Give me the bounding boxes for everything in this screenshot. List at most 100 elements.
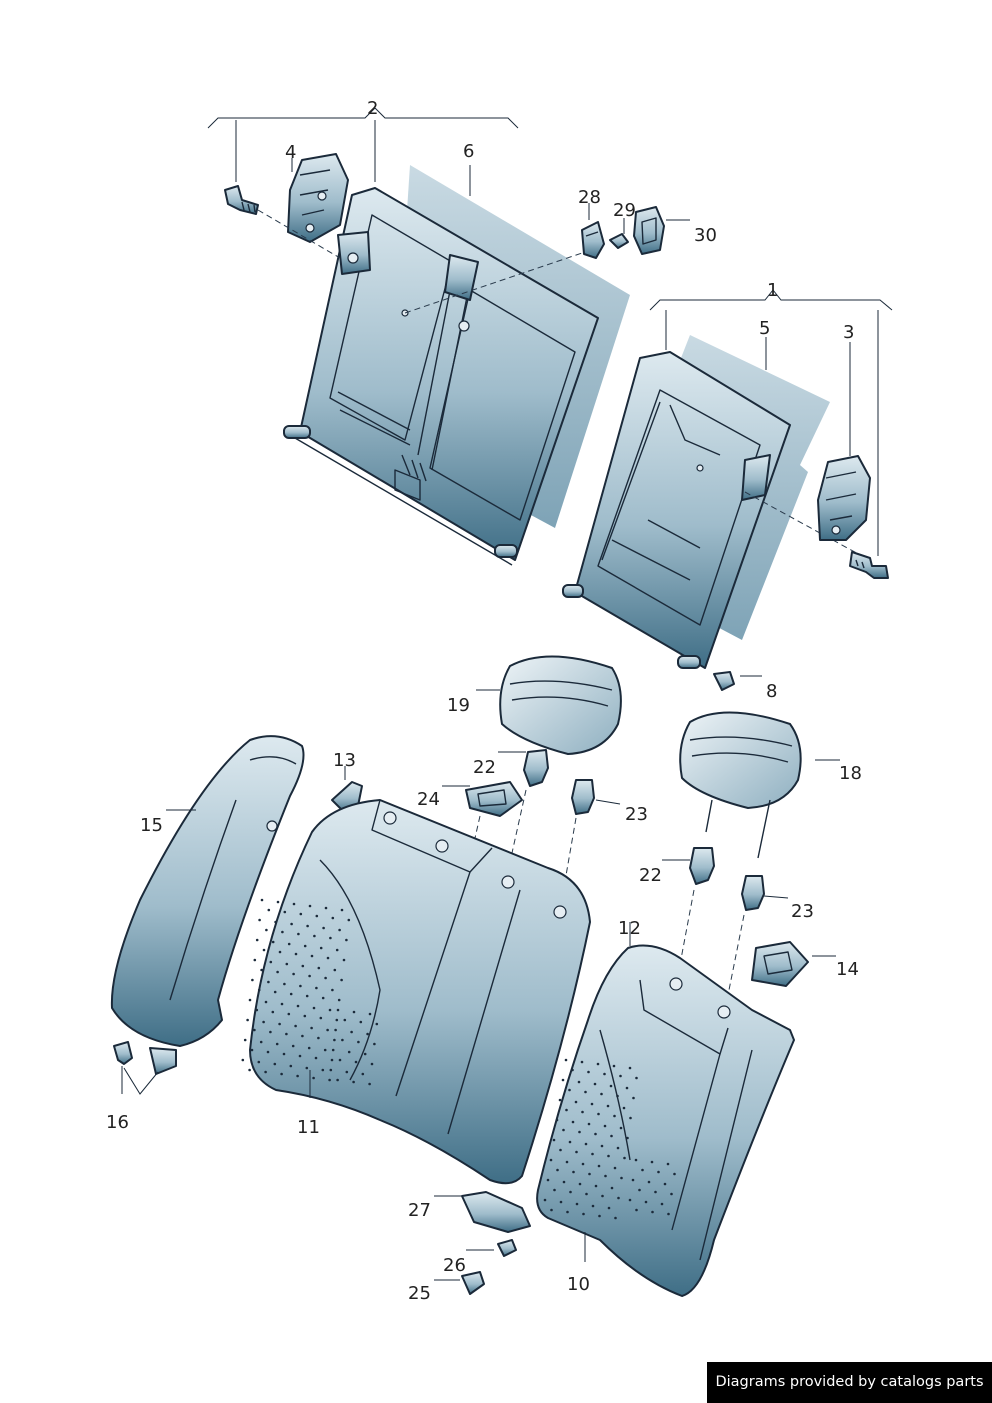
perforation-dot	[568, 1088, 571, 1092]
perforation-dot	[285, 962, 289, 966]
callout-13: 13	[333, 750, 356, 771]
perforation-dot	[314, 1056, 318, 1060]
perforation-dot	[601, 1194, 604, 1198]
perforation-dot	[550, 1208, 553, 1212]
callout-26: 26	[443, 1255, 466, 1276]
perforation-dot	[590, 1102, 594, 1106]
perforation-dot	[328, 1078, 331, 1082]
perforation-dot	[251, 978, 254, 982]
perforation-dot	[321, 996, 325, 1000]
clip-28	[581, 203, 605, 259]
perforation-dot	[273, 990, 277, 994]
perforation-dot	[306, 924, 309, 928]
perforation-dot	[606, 1104, 610, 1108]
perforation-dot	[313, 934, 316, 938]
perforation-dot	[667, 1212, 670, 1216]
callout-29: 29	[613, 200, 636, 221]
perforation-dot	[273, 1062, 277, 1066]
bolt-upper-left	[224, 185, 341, 259]
perforation-dot	[292, 902, 296, 906]
perforation-dot	[241, 1058, 245, 1062]
perforation-dot	[319, 1016, 323, 1020]
bolt-16	[113, 1041, 177, 1095]
perforation-dot	[635, 1208, 638, 1212]
perforation-dot	[322, 926, 325, 930]
callout-3: 3	[843, 322, 854, 343]
perforation-dot	[629, 1116, 632, 1120]
perforation-dot	[331, 988, 334, 992]
perforation-dot	[549, 1158, 553, 1162]
perforation-dot	[340, 978, 343, 982]
perforation-dot	[562, 1128, 565, 1132]
perforation-dot	[312, 1006, 316, 1010]
screw-8	[713, 671, 762, 691]
perforation-dot	[243, 1038, 247, 1042]
callout-5: 5	[759, 318, 770, 339]
perforation-dot	[271, 940, 275, 944]
perforation-dot	[334, 1028, 337, 1032]
perforation-dot	[331, 916, 335, 920]
perforation-dot	[594, 1184, 598, 1188]
callout-22-upper: 22	[473, 757, 496, 778]
perforation-dot	[283, 982, 286, 986]
perforation-dot	[310, 1026, 313, 1030]
perforation-dot	[631, 1178, 635, 1182]
perforation-dot	[568, 1140, 572, 1144]
perforation-dot	[253, 958, 257, 962]
perforation-dot	[329, 1068, 333, 1072]
perforation-dot	[580, 1060, 584, 1064]
perforation-dot	[347, 1050, 351, 1054]
perforation-dot	[546, 1178, 550, 1182]
perforation-dot	[341, 1038, 344, 1042]
perforation-dot	[330, 1058, 334, 1062]
perforation-dot	[558, 1098, 562, 1102]
callout-6: 6	[463, 141, 474, 162]
perforation-dot	[617, 1196, 620, 1200]
perforation-dot	[287, 1012, 291, 1016]
callout-11: 11	[297, 1117, 320, 1138]
perforation-dot	[264, 1000, 268, 1004]
perforation-dot	[673, 1172, 676, 1176]
callout-23-lower: 23	[791, 901, 814, 922]
perforation-dot	[303, 1014, 307, 1018]
perforation-dot	[555, 1118, 559, 1122]
diagram-credit-text: Diagrams provided by catalogs parts	[715, 1374, 984, 1390]
perforation-dot	[584, 1142, 588, 1146]
perforation-dot	[581, 1162, 585, 1166]
perforation-dot	[373, 1042, 376, 1046]
perforation-dot	[264, 1070, 267, 1074]
backrest-frame-small	[562, 289, 893, 669]
callout-2: 2	[367, 98, 378, 119]
perforation-dot	[298, 1054, 302, 1058]
perforation-dot	[296, 1074, 299, 1078]
perforation-dot	[591, 1204, 595, 1208]
perforation-dot	[299, 912, 303, 916]
perforation-dot	[616, 1094, 619, 1098]
perforation-dot	[345, 938, 348, 942]
side-bolster-15	[110, 735, 305, 1047]
perforation-dot	[619, 1074, 622, 1078]
perforation-dot	[336, 1008, 340, 1012]
perforation-dot	[600, 1144, 604, 1148]
perforation-dot	[571, 1068, 574, 1072]
perforation-dot	[600, 1092, 603, 1096]
perforation-dot	[569, 1190, 572, 1194]
perforation-dot	[596, 1062, 600, 1066]
perforation-dot	[285, 1032, 288, 1036]
callout-4: 4	[285, 142, 296, 163]
perforation-dot	[613, 1114, 616, 1118]
perforation-dot	[628, 1198, 632, 1202]
perforation-dot	[248, 1068, 251, 1072]
perforation-dot	[603, 1124, 607, 1128]
perforation-dot	[345, 1070, 349, 1074]
perforation-dot	[267, 980, 270, 984]
screw-26	[466, 1239, 517, 1257]
perforation-dot	[315, 986, 318, 990]
hinge-bracket-left	[287, 153, 349, 243]
perforation-dot	[553, 1188, 556, 1192]
perforation-dot	[585, 1192, 588, 1196]
perforation-dot	[328, 1008, 332, 1012]
perforation-dot	[308, 904, 312, 908]
callout-18: 18	[839, 763, 862, 784]
perforation-dot	[581, 1110, 584, 1114]
